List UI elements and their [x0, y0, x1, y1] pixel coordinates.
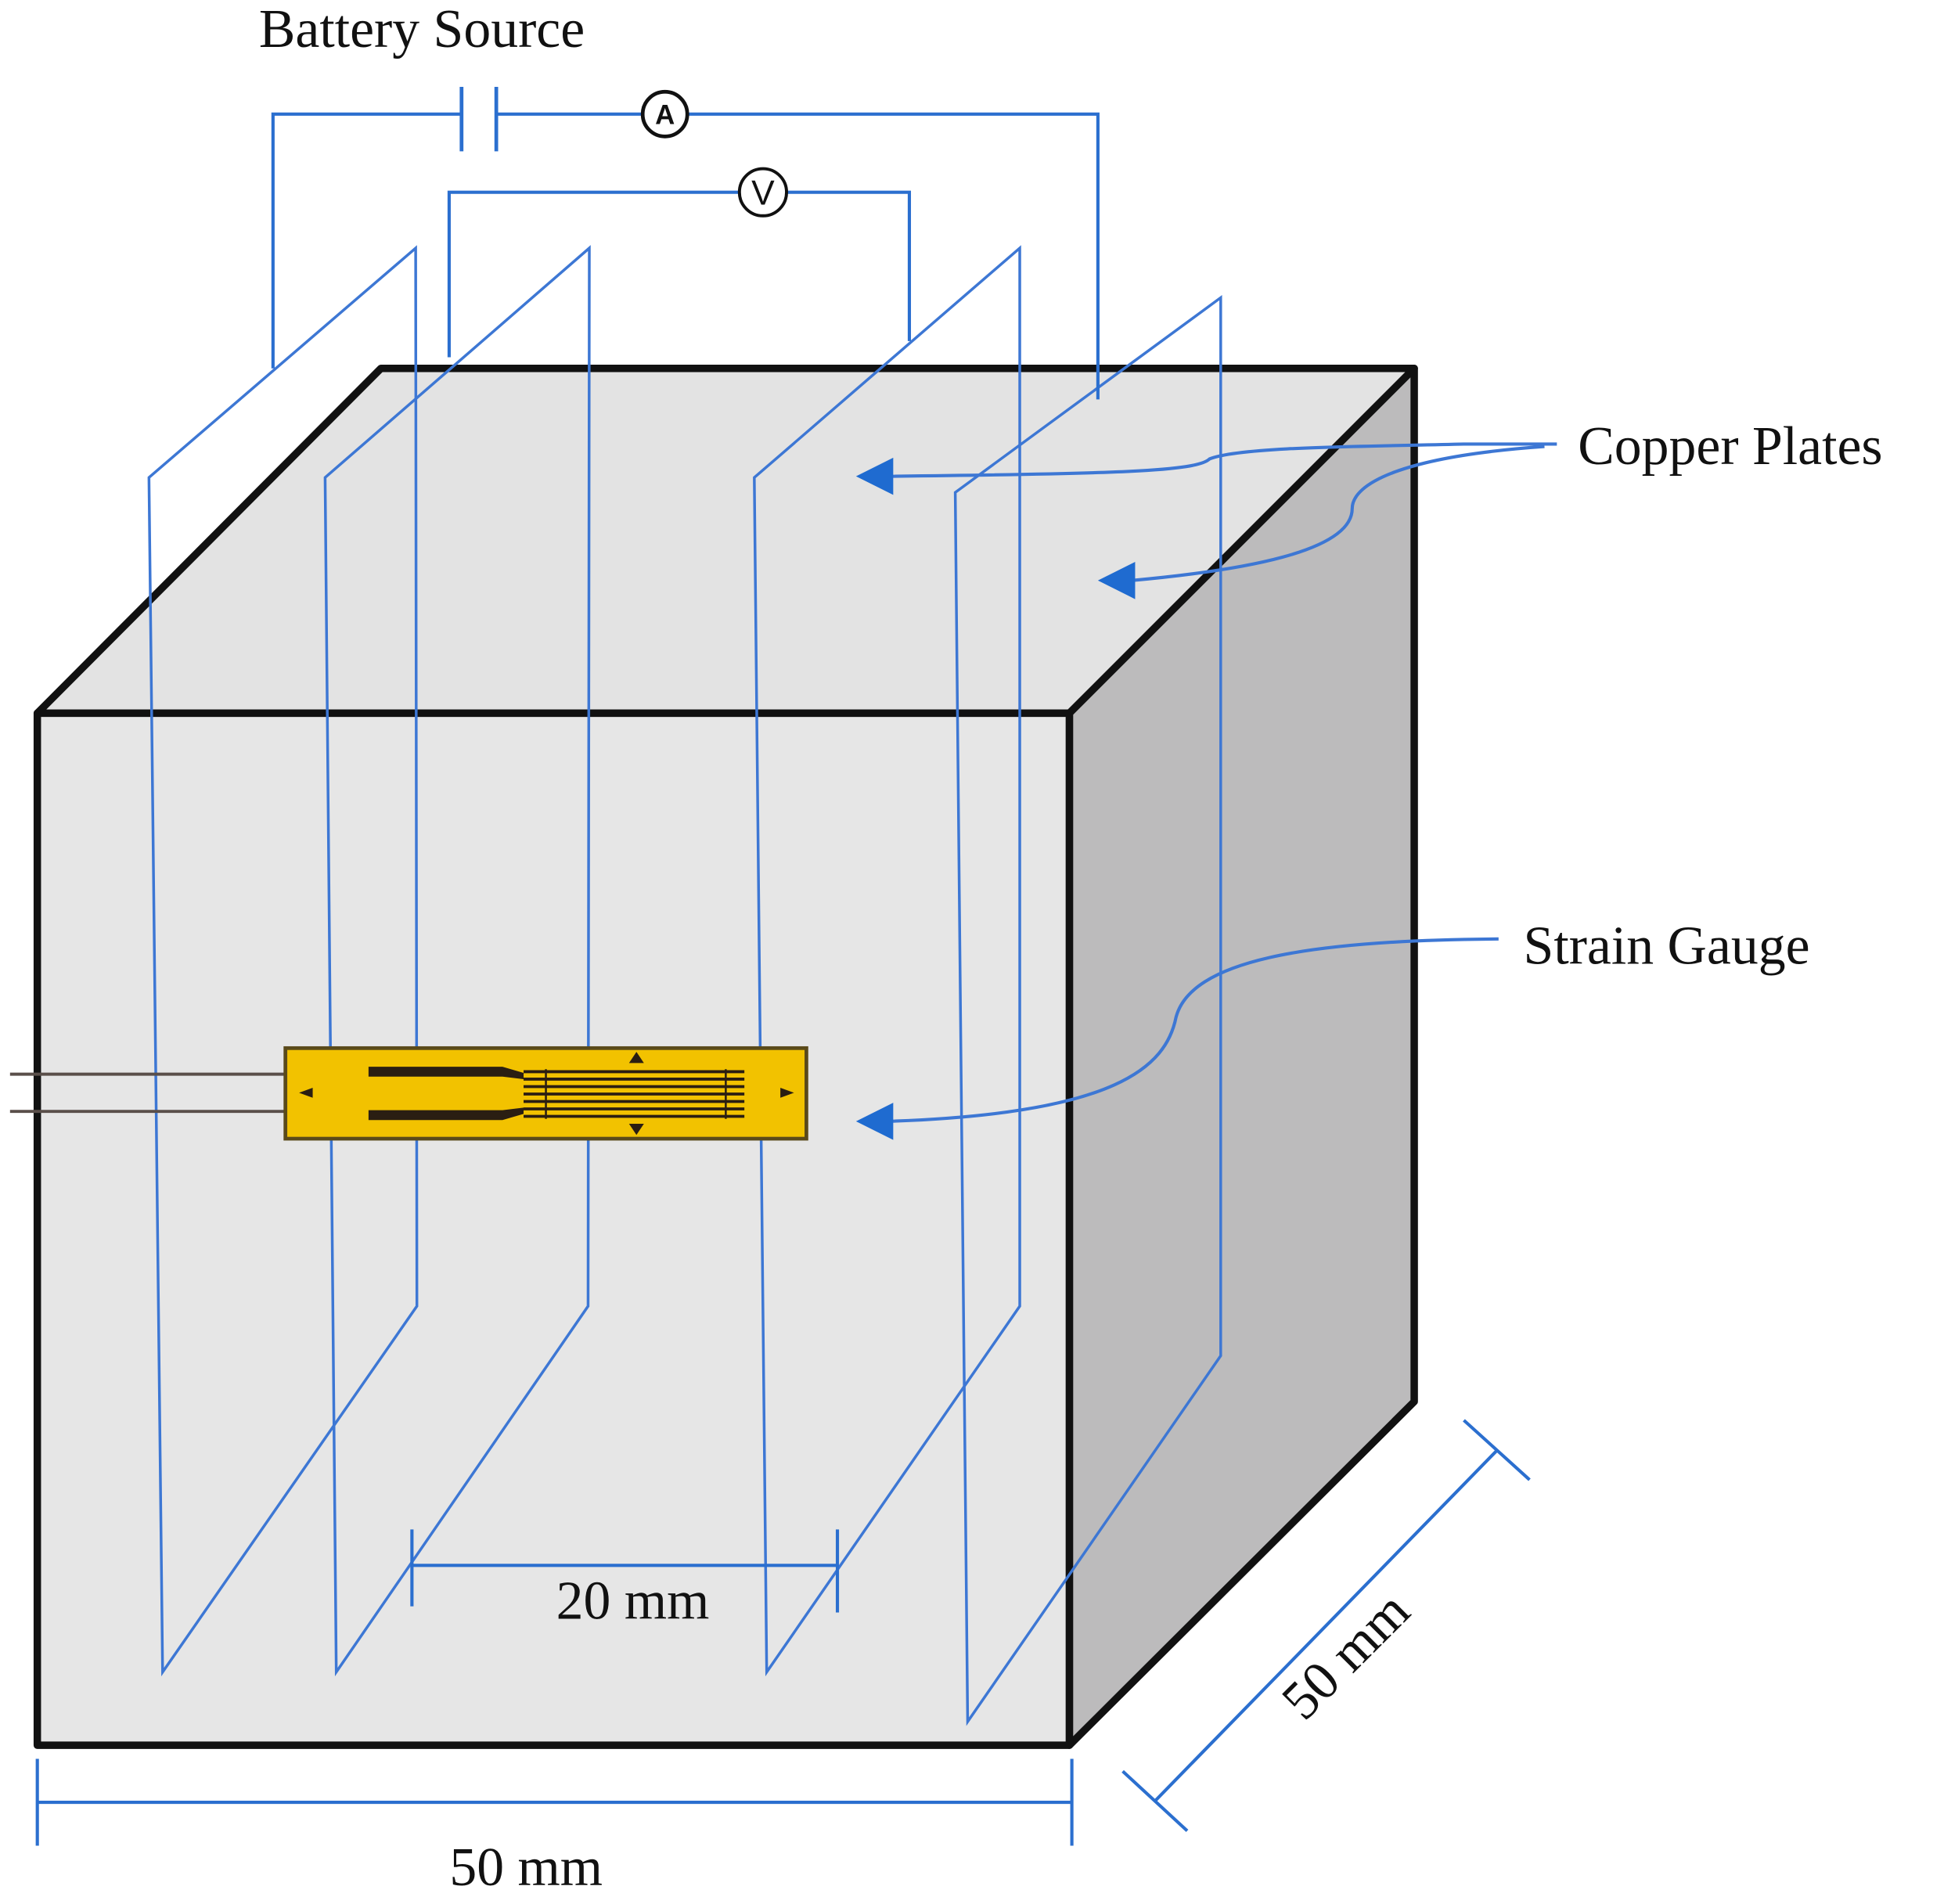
- gauge-mark-bottom: [628, 1124, 644, 1136]
- copper-plates-leader-2: [1131, 445, 1545, 582]
- copper-plate-4: [953, 294, 1222, 1726]
- voltmeter-label: V: [751, 175, 775, 213]
- ammeter-label: A: [655, 100, 675, 131]
- gauge-tab-top: [368, 1067, 524, 1079]
- leader-arrow-icon: [855, 1103, 894, 1140]
- voltage-circuit: V: [447, 167, 912, 358]
- plate-spacing-dimension: 20 mm: [410, 1529, 840, 1631]
- cube-width-dimension: 50 mm: [35, 1758, 1074, 1898]
- leader-arrow-icon: [855, 457, 894, 495]
- gauge-grid: [524, 1069, 745, 1119]
- battery-source-label: Battery Source: [259, 0, 585, 59]
- copper-plates: [147, 245, 1222, 1726]
- strain-gauge-leader: [887, 937, 1499, 1123]
- current-circuit: A: [271, 86, 1100, 400]
- ammeter-icon: A: [640, 89, 689, 139]
- cube-front-face: [33, 709, 1074, 1749]
- gauge-tab-bottom: [368, 1107, 524, 1121]
- cube-width-label: 50 mm: [449, 1837, 603, 1898]
- leader-arrow-icon: [1097, 562, 1136, 599]
- copper-plate-1: [147, 245, 419, 1677]
- voltage-wire-left: [447, 190, 740, 358]
- copper-plates-label: Copper Plates: [1578, 416, 1882, 477]
- battery-symbol-icon: [459, 86, 499, 152]
- copper-plate-2: [323, 245, 591, 1677]
- copper-plates-leader-1: [887, 442, 1557, 478]
- current-wire-left: [271, 112, 462, 369]
- strain-gauge-callout: Strain Gauge: [855, 916, 1810, 1140]
- gauge-mark-right: [780, 1088, 794, 1098]
- voltage-wire-right: [787, 190, 912, 341]
- copper-plates-callout: Copper Plates: [855, 416, 1883, 599]
- copper-plate-3: [753, 245, 1021, 1677]
- strain-gauge-label: Strain Gauge: [1524, 916, 1810, 977]
- gauge-mark-left: [299, 1088, 313, 1098]
- current-wire-right-2: [685, 112, 1100, 400]
- strain-gauge-icon: [9, 1046, 808, 1141]
- gauge-mark-top: [628, 1052, 644, 1064]
- plate-spacing-label: 20 mm: [556, 1571, 710, 1631]
- concrete-cube: [33, 364, 1418, 1749]
- voltmeter-icon: V: [737, 167, 789, 218]
